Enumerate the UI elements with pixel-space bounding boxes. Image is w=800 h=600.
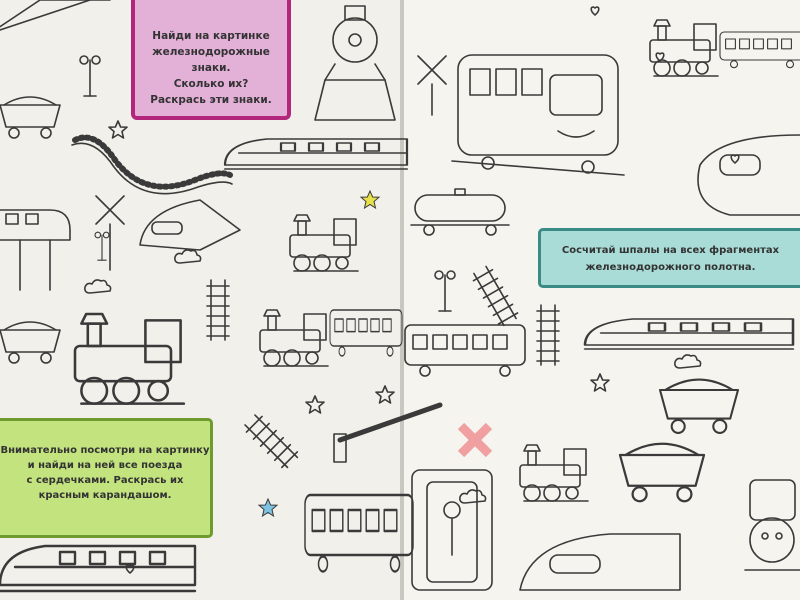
task-line: с сердечками. Раскрась их bbox=[26, 475, 184, 486]
high-speed-train-icon bbox=[697, 134, 800, 216]
barrier-gate-icon bbox=[333, 402, 443, 463]
task-line: Найди на картинке bbox=[152, 30, 270, 42]
steam-locomotive-icon bbox=[314, 5, 396, 121]
task-line: железнодорожного полотна. bbox=[585, 262, 756, 273]
task-line: Раскрась эти знаки. bbox=[150, 94, 272, 106]
task-box-signs: Найди на картинке железнодорожные знаки.… bbox=[131, 0, 291, 120]
task-box-sleepers: Сосчитай шпалы на всех фрагментах железн… bbox=[538, 228, 800, 288]
passenger-carriage-icon bbox=[411, 469, 493, 591]
rail-track-icon bbox=[71, 134, 233, 195]
high-speed-train-icon bbox=[139, 199, 241, 251]
task-line: и найди на ней все поезда bbox=[27, 460, 183, 471]
high-speed-train-icon bbox=[0, 0, 111, 31]
task-line: железнодорожные знаки. bbox=[152, 46, 270, 74]
task-line: красным карандашом. bbox=[38, 490, 172, 501]
right-page bbox=[402, 0, 800, 600]
task-line: Внимательно посмотри на картинку bbox=[0, 445, 210, 456]
electric-train-icon bbox=[451, 54, 625, 176]
railroad-crossing-sign-icon bbox=[95, 195, 125, 271]
railroad-crossing-sign-icon bbox=[417, 55, 447, 116]
task-line: Сколько их? bbox=[173, 78, 249, 90]
task-line: Сосчитай шпалы на всех фрагментах bbox=[561, 245, 780, 256]
task-box-hearts: Внимательно посмотри на картинку и найди… bbox=[0, 418, 213, 538]
high-speed-train-icon bbox=[519, 533, 681, 591]
steam-locomotive-icon bbox=[744, 479, 800, 571]
electric-train-icon bbox=[0, 209, 71, 291]
